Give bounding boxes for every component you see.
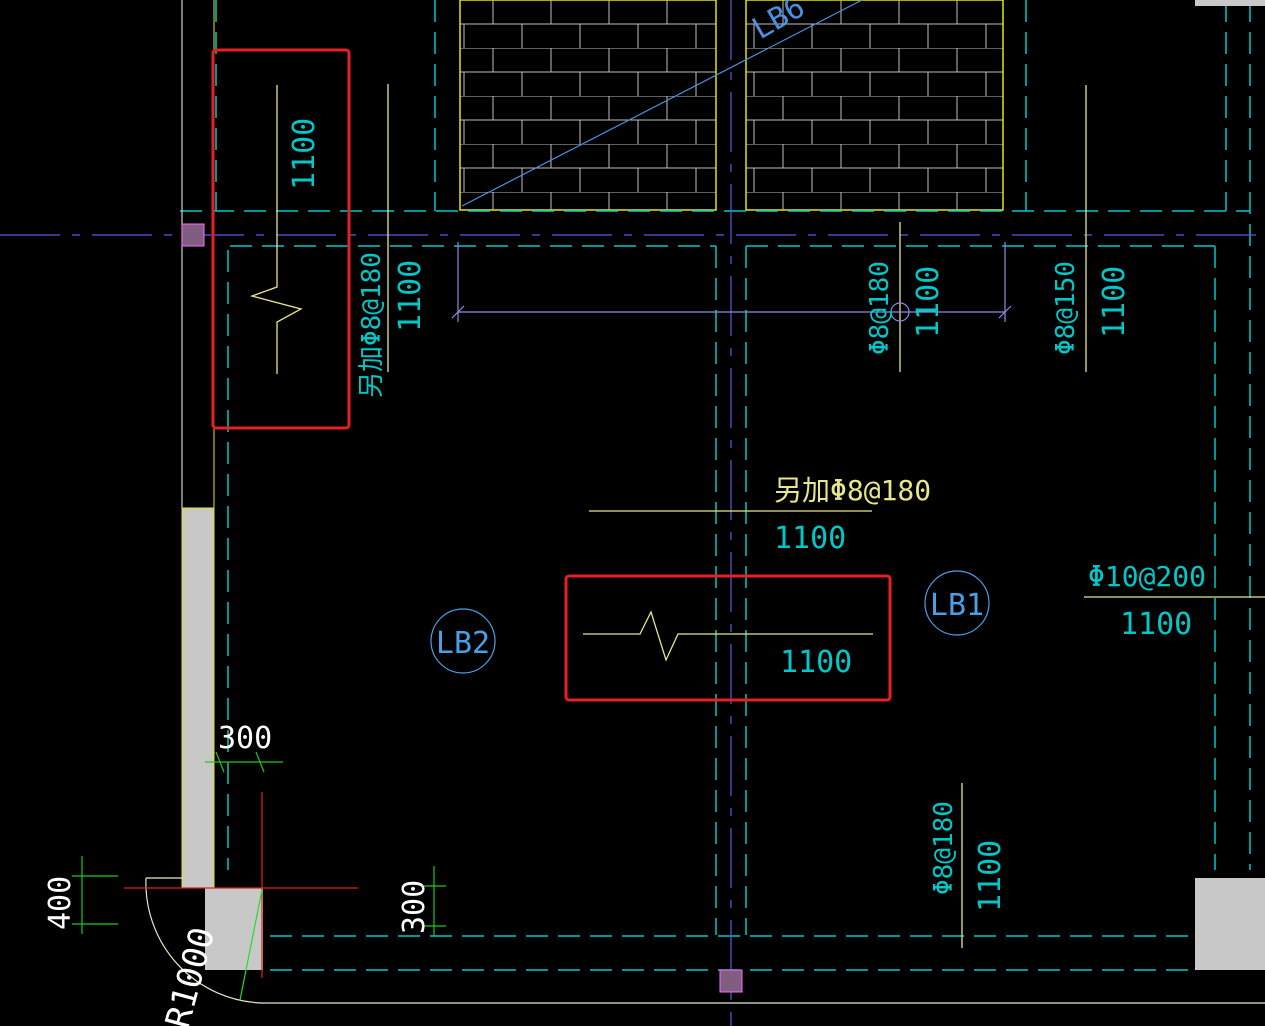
highlight-box-left[interactable]: [211, 48, 351, 430]
radius-leader: [239, 889, 263, 1001]
outer-boundary-curve: [145, 877, 1265, 1004]
rebar-mid-top: Φ8@180: [865, 261, 895, 355]
dim-1100-center: 1100: [774, 521, 846, 556]
dim-1100-mid-top: 1100: [911, 266, 946, 338]
wall-left: [181, 507, 215, 889]
dim-1100-right-mid: 1100: [1120, 607, 1192, 642]
rebar-lines: [249, 84, 1265, 948]
slab-lb1-label: LB1: [930, 588, 984, 623]
highlight-box-center[interactable]: [564, 574, 892, 702]
dim-1100-left-second: 1100: [393, 260, 428, 332]
grip-point-left[interactable]: [181, 223, 205, 247]
brick-hatch-right: [745, 0, 1004, 211]
rebar-bottom-right: Φ8@180: [929, 801, 959, 895]
rebar-left-vertical: 另加Φ8@180: [357, 252, 387, 398]
rebar-center: 另加Φ8@180: [774, 474, 931, 507]
dimension-ticks: [72, 751, 446, 936]
corner-top-right: [1195, 0, 1265, 6]
red-crosshair: [124, 792, 358, 978]
grip-point-bottom[interactable]: [719, 969, 743, 993]
column-bottom-right: [1195, 878, 1265, 970]
lb6-diagonal-line: [461, 0, 863, 207]
column-bottom-left: [205, 888, 263, 970]
dim-1100-right-top: 1100: [1097, 266, 1132, 338]
dim-1100-top-left: 1100: [287, 118, 322, 190]
slab-lb2-circle[interactable]: [430, 608, 496, 674]
radius-label: R1000: [158, 923, 223, 1026]
dim-1100-box: 1100: [780, 645, 852, 680]
brick-hatch-left: [459, 0, 717, 211]
rebar-right-mid: Φ10@200: [1088, 560, 1206, 593]
span-dimension: [451, 242, 1012, 322]
slab-lb2-label: LB2: [436, 626, 490, 661]
rebar-right-top: Φ8@150: [1051, 261, 1081, 355]
slab-lb1-circle[interactable]: [924, 570, 990, 636]
beam-dashed-lines: [180, 0, 1251, 971]
dim-400: 400: [43, 876, 78, 930]
dim-1100-bottom-right: 1100: [973, 840, 1008, 912]
dim-300-bottom: 300: [397, 880, 432, 934]
dim-300-left: 300: [218, 721, 272, 756]
